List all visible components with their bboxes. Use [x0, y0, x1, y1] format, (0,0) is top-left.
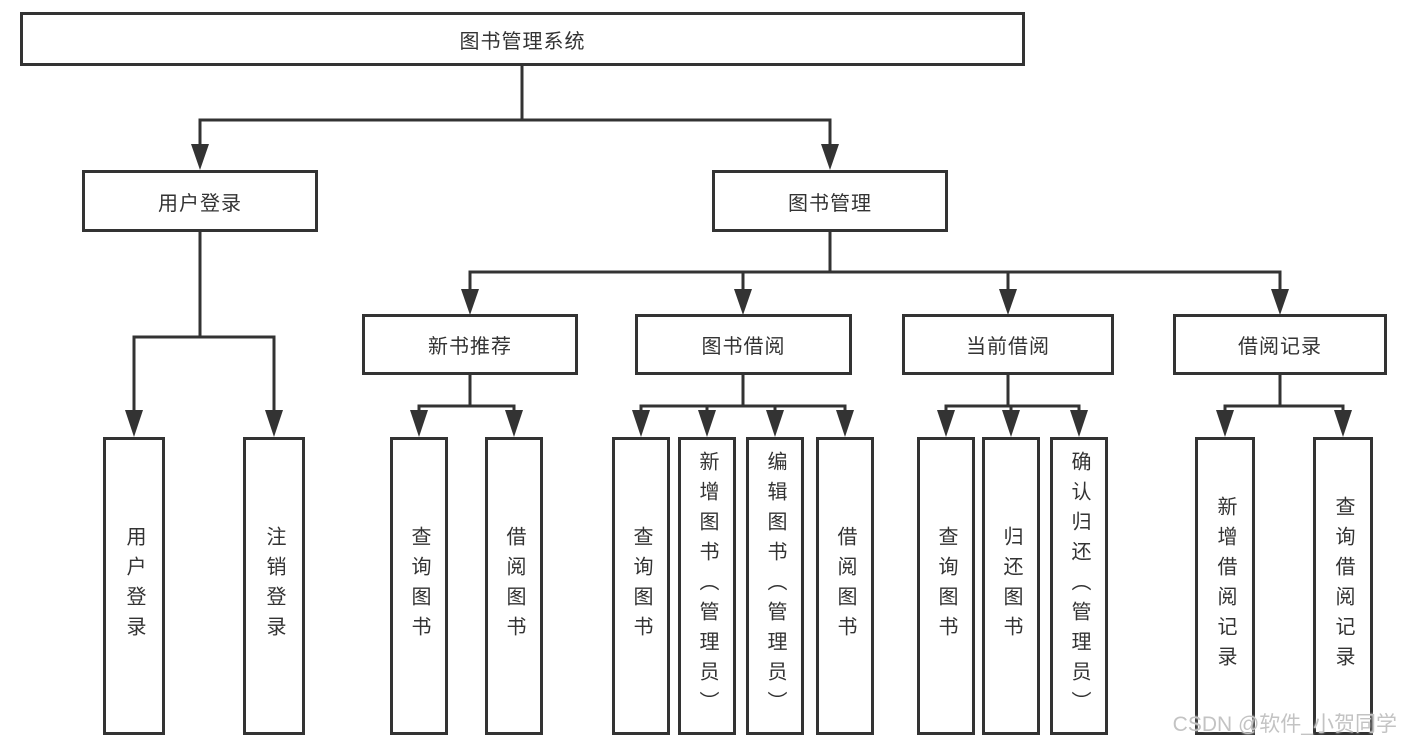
leaf-query-books-borrow: 查询图书 [612, 437, 670, 735]
node-user-login: 用户登录 [82, 170, 318, 232]
leaf-borrow-books-borrow: 借阅图书 [816, 437, 874, 735]
node-book-borrow-label: 图书借阅 [701, 336, 786, 358]
leaf-logout: 注销登录 [243, 437, 305, 735]
node-book-management: 图书管理 [712, 170, 948, 232]
arrowhead-icon [836, 410, 854, 437]
arrowhead-icon [1070, 410, 1088, 437]
leaf-label: 确认归还（管理员） [1068, 451, 1090, 721]
arrowhead-icon [698, 410, 716, 437]
leaf-borrow-books-recommend: 借阅图书 [485, 437, 543, 735]
arrowhead-icon [265, 410, 283, 437]
watermark: CSDN @软件_小贺同学 [1172, 713, 1397, 736]
leaf-user-login: 用户登录 [103, 437, 165, 735]
arrowhead-icon [766, 410, 784, 437]
node-borrow-records: 借阅记录 [1173, 314, 1387, 375]
leaf-label: 注销登录 [263, 526, 285, 646]
node-borrow-records-label: 借阅记录 [1238, 336, 1322, 358]
arrowhead-icon [505, 410, 523, 437]
arrowhead-icon [1271, 289, 1289, 315]
leaf-label: 借阅图书 [503, 526, 525, 646]
leaf-query-books-recommend: 查询图书 [390, 437, 448, 735]
leaf-return-book: 归还图书 [982, 437, 1040, 735]
arrowhead-icon [410, 410, 428, 437]
leaf-query-books-current: 查询图书 [917, 437, 975, 735]
arrowhead-icon [632, 410, 650, 437]
arrowhead-icon [1002, 410, 1020, 437]
leaf-label: 新增借阅记录 [1214, 496, 1236, 676]
leaf-label: 用户登录 [123, 526, 145, 646]
leaf-label: 归还图书 [1000, 526, 1022, 646]
node-current-borrow: 当前借阅 [902, 314, 1114, 375]
arrowhead-icon [999, 289, 1017, 315]
arrowhead-icon [734, 289, 752, 315]
arrowhead-icon [1334, 410, 1352, 437]
leaf-add-book-admin: 新增图书（管理员） [678, 437, 736, 735]
leaf-label: 查询图书 [935, 526, 957, 646]
leaf-label: 查询图书 [630, 526, 652, 646]
leaf-query-borrow-record: 查询借阅记录 [1313, 437, 1373, 735]
arrowhead-icon [461, 289, 479, 315]
node-book-management-label: 图书管理 [788, 192, 872, 215]
node-new-book-recommend: 新书推荐 [362, 314, 578, 375]
leaf-add-borrow-record: 新增借阅记录 [1195, 437, 1255, 735]
arrowhead-icon [125, 410, 143, 437]
node-current-borrow-label: 当前借阅 [966, 336, 1050, 358]
node-book-borrow: 图书借阅 [635, 314, 852, 375]
arrowhead-icon [937, 410, 955, 437]
node-root-label: 图书管理系统 [459, 30, 586, 53]
leaf-edit-book-admin: 编辑图书（管理员） [746, 437, 804, 735]
arrowhead-icon [1216, 410, 1234, 437]
arrowhead-icon [821, 144, 839, 170]
node-root: 图书管理系统 [20, 12, 1025, 66]
leaf-label: 查询图书 [408, 526, 430, 646]
node-new-book-recommend-label: 新书推荐 [428, 336, 512, 358]
leaf-label: 新增图书（管理员） [696, 451, 718, 721]
leaf-label: 借阅图书 [834, 526, 856, 646]
arrowhead-icon [191, 144, 209, 170]
node-user-login-label: 用户登录 [158, 192, 242, 215]
leaf-label: 查询借阅记录 [1332, 496, 1354, 676]
leaf-label: 编辑图书（管理员） [764, 451, 786, 721]
leaf-confirm-return-admin: 确认归还（管理员） [1050, 437, 1108, 735]
